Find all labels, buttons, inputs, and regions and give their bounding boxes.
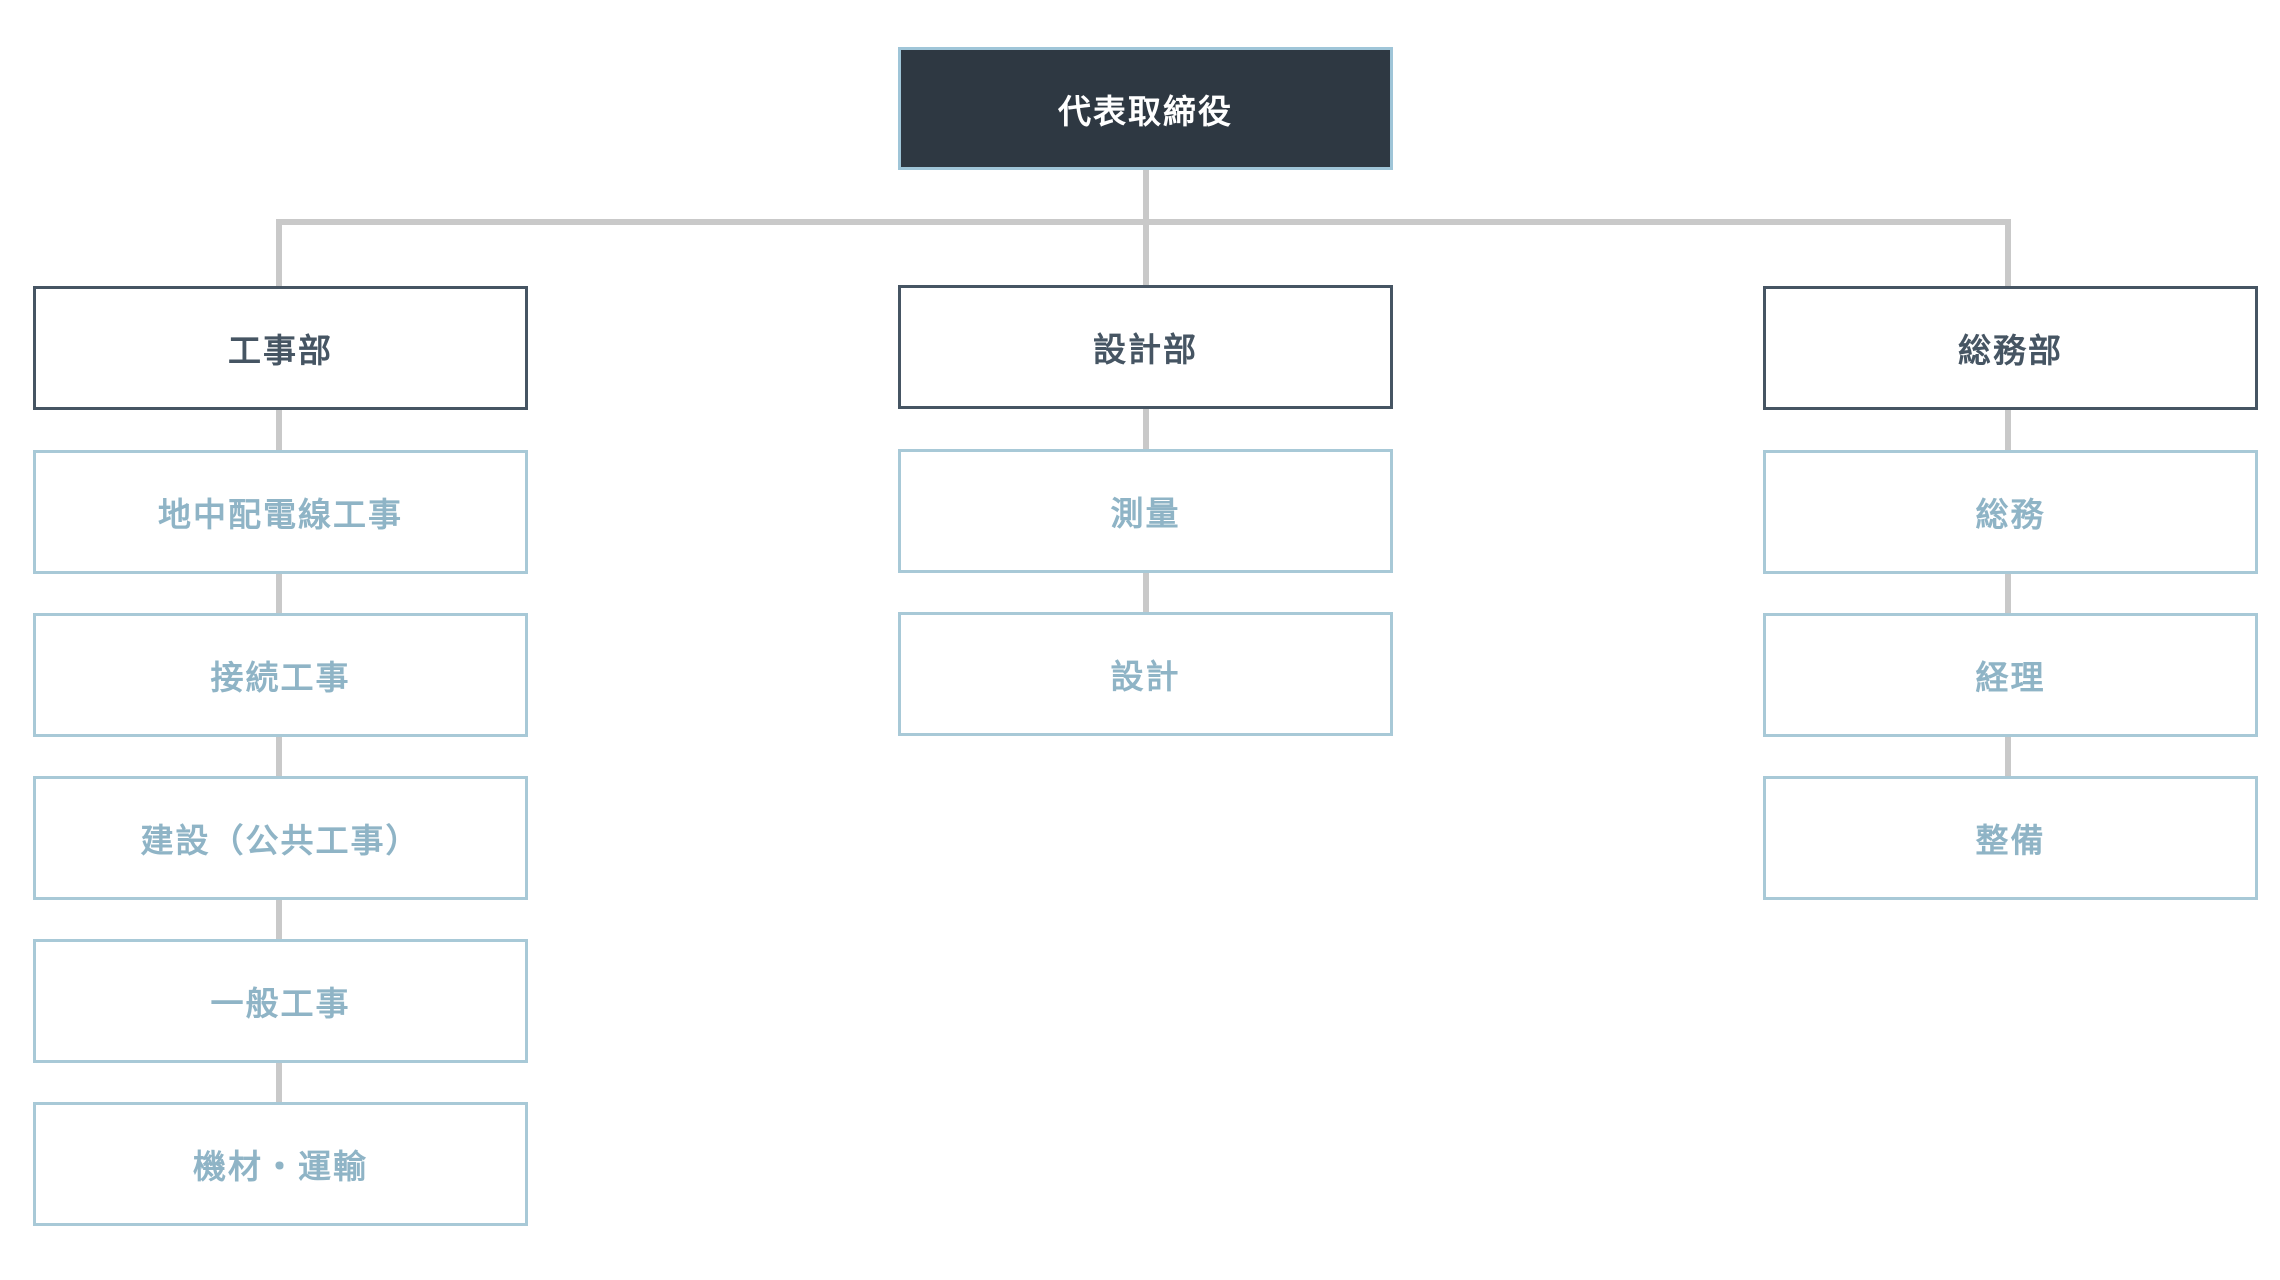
section-box: 接続工事 bbox=[33, 613, 528, 737]
section-label: 総務 bbox=[1975, 495, 2046, 534]
dept-1-section-connector bbox=[276, 735, 282, 777]
section-label: 接続工事 bbox=[210, 658, 351, 697]
department-box: 設計部 bbox=[898, 285, 1393, 409]
department-label: 設計部 bbox=[1093, 330, 1198, 369]
section-label: 地中配電線工事 bbox=[158, 495, 403, 534]
section-box: 一般工事 bbox=[33, 939, 528, 1063]
dept-1-section-connector bbox=[276, 409, 282, 451]
section-label: 一般工事 bbox=[210, 984, 351, 1023]
department-label: 総務部 bbox=[1958, 331, 2063, 370]
section-box: 整備 bbox=[1763, 776, 2258, 900]
department-label: 工事部 bbox=[228, 331, 333, 370]
section-box: 経理 bbox=[1763, 613, 2258, 737]
section-box: 測量 bbox=[898, 449, 1393, 573]
dept-1-section-connector bbox=[276, 572, 282, 614]
dept-3-section-connector bbox=[2005, 572, 2011, 614]
dept-2-section-connector bbox=[1143, 409, 1149, 451]
section-label: 測量 bbox=[1110, 494, 1181, 533]
dept-1-section-connector bbox=[276, 898, 282, 940]
dept-1-up-connector bbox=[276, 219, 282, 287]
section-label: 整備 bbox=[1975, 821, 2046, 860]
dept-3-section-connector bbox=[2005, 409, 2011, 451]
section-box: 設計 bbox=[898, 612, 1393, 736]
section-box: 地中配電線工事 bbox=[33, 450, 528, 574]
dept-3-up-connector bbox=[2005, 219, 2011, 287]
dept-2-up-connector bbox=[1143, 219, 1149, 287]
section-label: 建設（公共工事） bbox=[140, 821, 421, 860]
section-label: 機材・運輸 bbox=[193, 1147, 368, 1186]
section-box: 機材・運輸 bbox=[33, 1102, 528, 1226]
org-root-label: 代表取締役 bbox=[1058, 91, 1233, 131]
dept-1-section-connector bbox=[276, 1061, 282, 1103]
section-box: 建設（公共工事） bbox=[33, 776, 528, 900]
dept-2-section-connector bbox=[1143, 572, 1149, 614]
dept-3-section-connector bbox=[2005, 735, 2011, 777]
org-root-box: 代表取締役 bbox=[898, 47, 1393, 170]
section-label: 設計 bbox=[1110, 657, 1181, 696]
department-box: 総務部 bbox=[1763, 286, 2258, 410]
department-box: 工事部 bbox=[33, 286, 528, 410]
root-down-connector bbox=[1143, 170, 1149, 223]
section-label: 経理 bbox=[1975, 658, 2046, 697]
section-box: 総務 bbox=[1763, 450, 2258, 574]
